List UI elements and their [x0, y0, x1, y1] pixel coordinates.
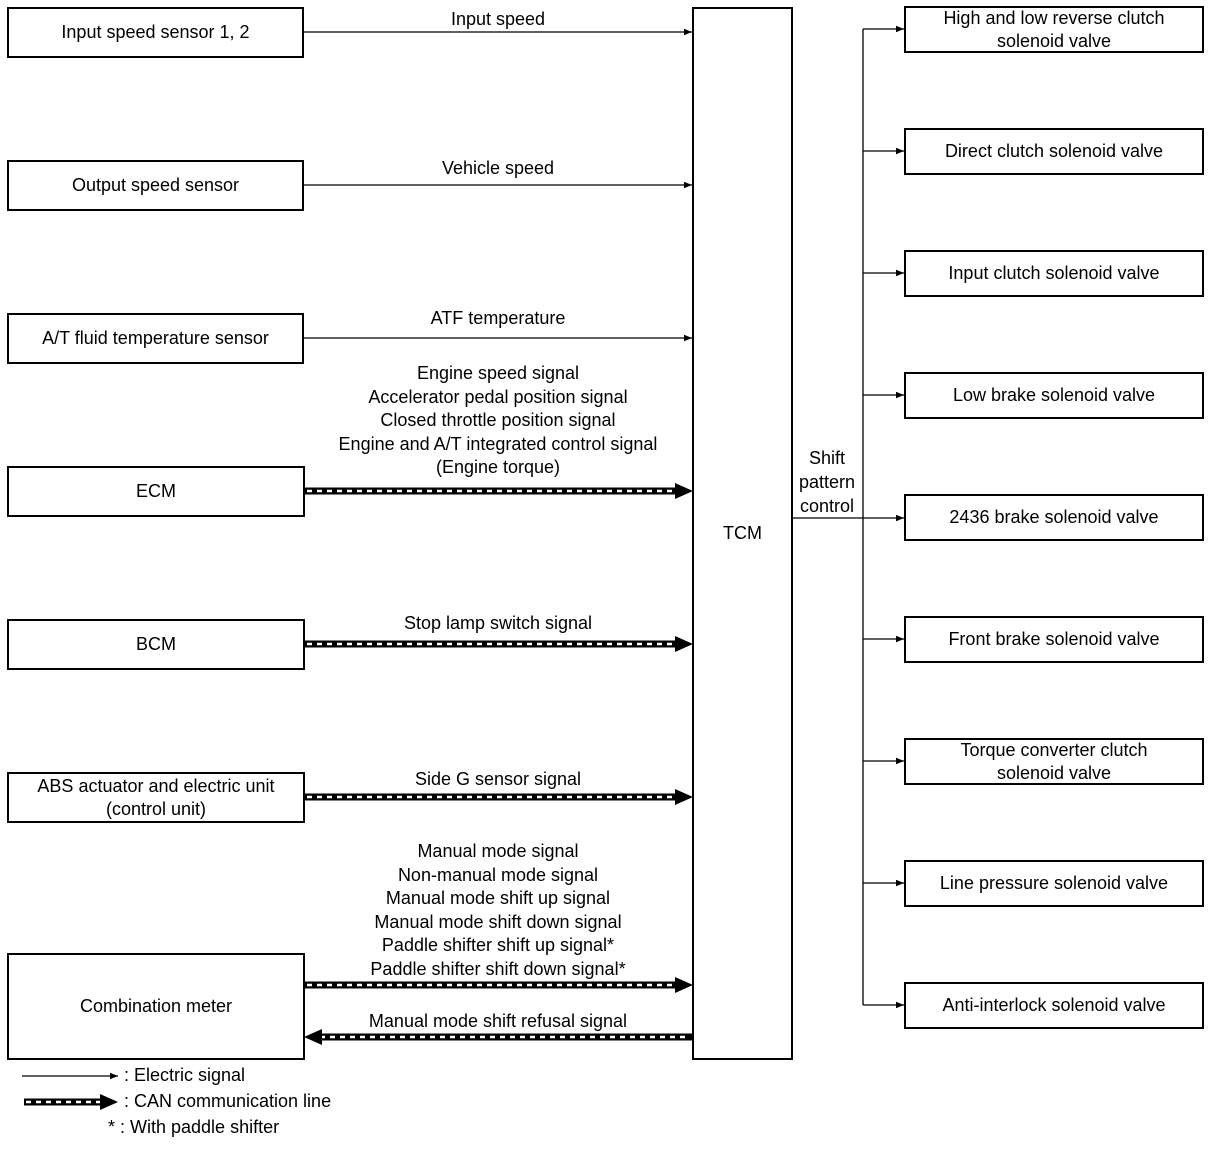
abs-can-line	[305, 789, 693, 805]
shift-pattern-control-label: Shift pattern control	[798, 448, 856, 516]
brake-2436-valve-box: 2436 brake solenoid valve	[904, 494, 1204, 541]
input-speed-sensor-box: Input speed sensor 1, 2	[7, 7, 304, 58]
anti-interlock-valve-box: Anti-interlock solenoid valve	[904, 982, 1204, 1029]
atf-temperature-sensor-box: A/T fluid temperature sensor	[7, 313, 304, 364]
atf-temperature-label: ATF temperature	[430, 308, 566, 328]
ecm-box: ECM	[7, 466, 305, 517]
meter-to-tcm-can-line	[305, 977, 693, 993]
abs-signal-label: Side G sensor signal	[414, 769, 582, 789]
combination-meter-box: Combination meter	[7, 953, 305, 1060]
high-low-reverse-clutch-valve-box: High and low reverse clutch solenoid val…	[904, 6, 1204, 53]
output-speed-sensor-box: Output speed sensor	[7, 160, 304, 211]
legend-paddle-text: * : With paddle shifter	[108, 1117, 280, 1137]
front-brake-valve-box: Front brake solenoid valve	[904, 616, 1204, 663]
torque-converter-clutch-valve-box: Torque converter clutch solenoid valve	[904, 738, 1204, 785]
output-branches	[863, 25, 904, 1009]
bcm-can-line	[305, 636, 693, 652]
line-pressure-valve-box: Line pressure solenoid valve	[904, 860, 1204, 907]
legend-can-text: : CAN communication line	[124, 1091, 332, 1111]
ecm-can-line	[305, 483, 693, 499]
legend-can-line	[24, 1094, 118, 1110]
bcm-box: BCM	[7, 619, 305, 670]
ecm-signals-label: Engine speed signal Accelerator pedal po…	[338, 363, 658, 477]
abs-actuator-box: ABS actuator and electric unit (control …	[7, 772, 305, 823]
bcm-signal-label: Stop lamp switch signal	[403, 613, 593, 633]
refusal-signal-label: Manual mode shift refusal signal	[368, 1011, 628, 1031]
input-clutch-valve-box: Input clutch solenoid valve	[904, 250, 1204, 297]
tcm-box: TCM	[692, 7, 793, 1060]
input-speed-label: Input speed	[450, 9, 546, 29]
meter-signals-label: Manual mode signal Non-manual mode signa…	[370, 841, 626, 979]
tcm-to-meter-can-line	[304, 1029, 692, 1045]
direct-clutch-valve-box: Direct clutch solenoid valve	[904, 128, 1204, 175]
legend-electric-text: : Electric signal	[124, 1065, 246, 1085]
low-brake-valve-box: Low brake solenoid valve	[904, 372, 1204, 419]
vehicle-speed-label: Vehicle speed	[441, 158, 555, 178]
